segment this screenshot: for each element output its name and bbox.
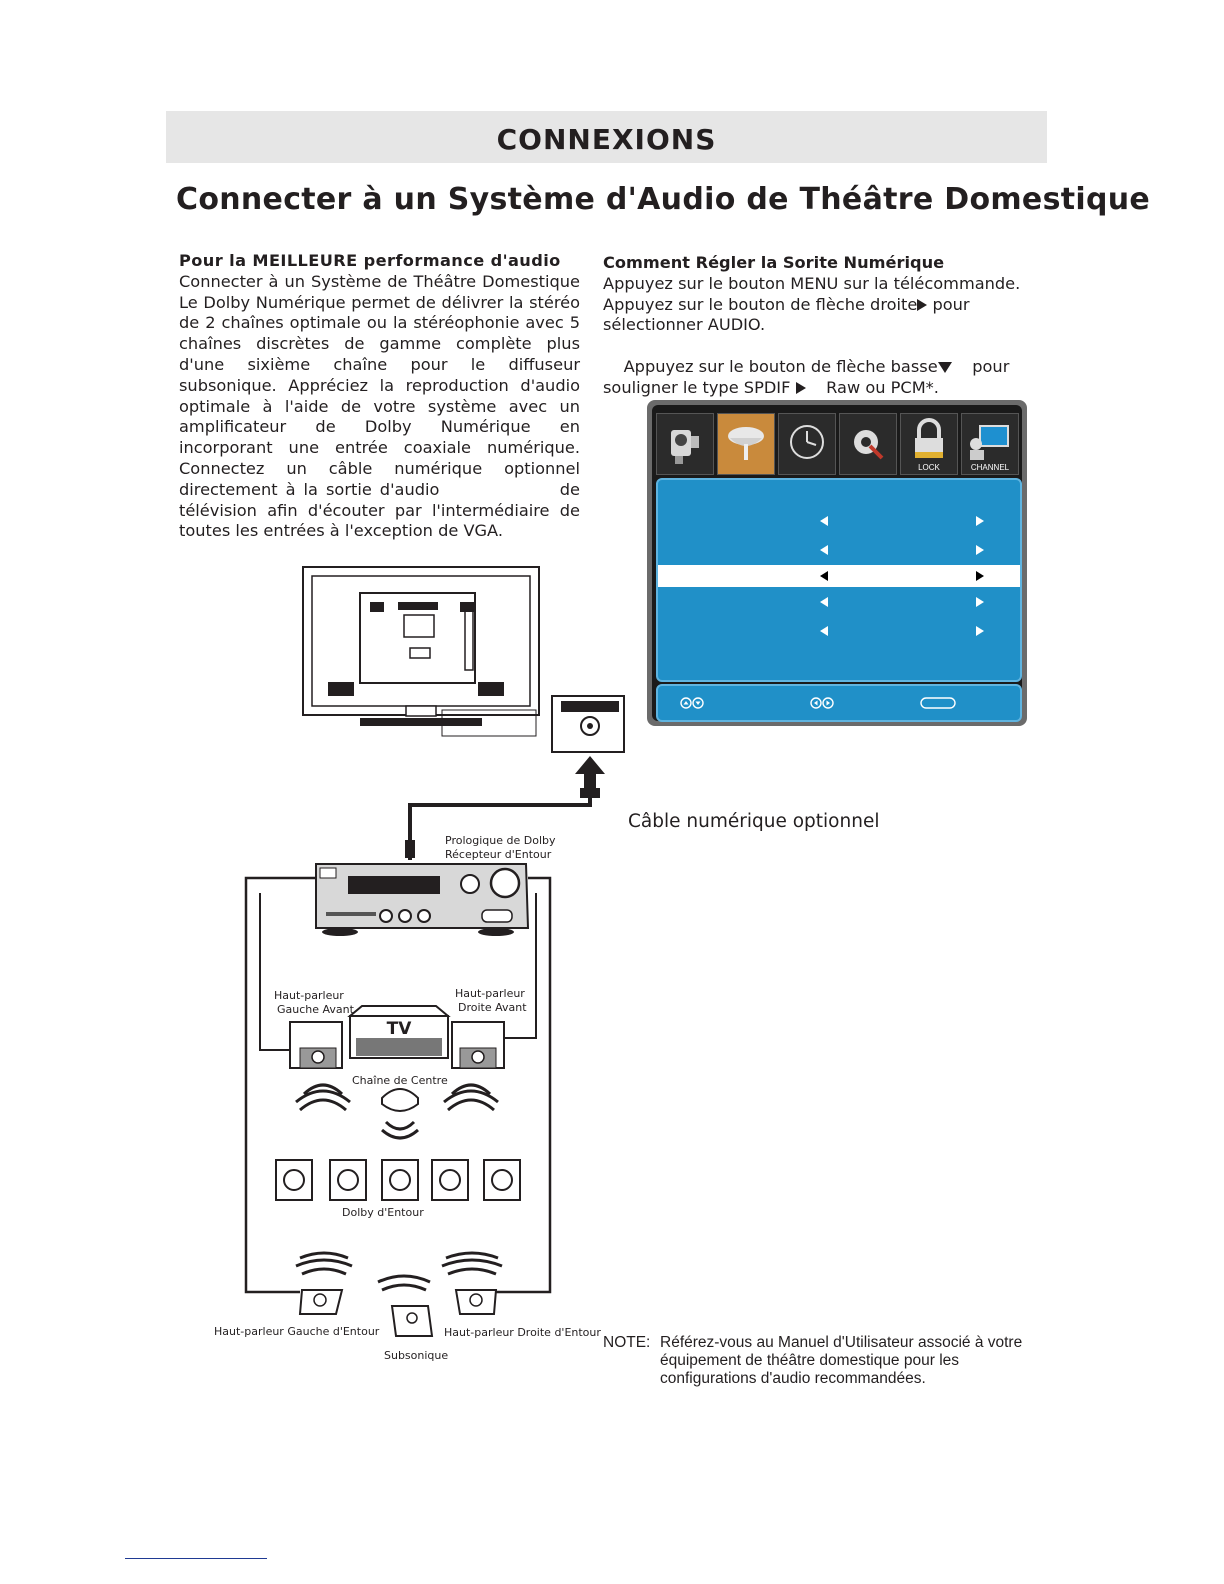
instruction-line-2: Appuyez sur le bouton de flèche droite p…	[603, 295, 1033, 337]
front-left-speaker	[289, 1021, 351, 1112]
instruction-line-2b: pour sélectionner AUDIO.	[603, 294, 970, 335]
left-column: Pour la MEILLEURE performance d'audio Co…	[179, 251, 580, 542]
osd-tab-channel: CHANNEL	[961, 413, 1019, 475]
right-arrow-icon	[976, 571, 984, 581]
left-arrow-icon	[820, 571, 828, 581]
right-arrow-icon	[976, 597, 984, 607]
osd-tab-time	[778, 413, 836, 475]
camera-icon	[671, 430, 699, 464]
instruction-line-2a: Appuyez sur le bouton de flèche droite	[603, 294, 918, 314]
subwoofer-label: Subsonique	[384, 1349, 449, 1362]
left-body: Connecter à un Système de Théâtre Domest…	[179, 271, 586, 541]
instruction-line-3c: Raw ou PCM*.	[805, 377, 939, 397]
osd-menu-inner: LOCK CHANNEL	[652, 405, 1022, 722]
osd-footer	[656, 684, 1022, 722]
front-right-speaker	[443, 1021, 505, 1112]
osd-option-row	[658, 620, 1020, 642]
front-right-label-line-1: Haut-parleur	[455, 987, 525, 1000]
front-left-label-line-2: Gauche Avant	[277, 1003, 354, 1016]
cable-label: Câble numérique optionnel	[628, 811, 880, 832]
osd-options-panel	[656, 478, 1022, 682]
clock-icon	[790, 425, 824, 459]
osd-tab-audio	[717, 413, 775, 475]
right-arrow-icon	[976, 516, 984, 526]
receiver-label-line-1: Prologique de Dolby	[445, 834, 556, 847]
right-arrow-icon	[795, 382, 806, 395]
note-body: Référez-vous au Manuel d'Utilisateur ass…	[660, 1334, 1023, 1387]
instruction-line-3: Appuyez sur le bouton de flèche basse po…	[603, 336, 1033, 419]
right-arrow-icon	[976, 545, 984, 555]
tv-rear-illustration	[302, 566, 540, 737]
digital-audio-port	[551, 695, 625, 753]
page-title: Connecter à un Système d'Audio de Théâtr…	[176, 182, 1151, 217]
optional-digital-cable	[405, 756, 605, 860]
osd-option-row	[658, 510, 1020, 532]
right-arrow-icon	[917, 299, 928, 312]
rear-left-speaker	[295, 1251, 353, 1315]
left-arrow-icon	[820, 626, 828, 636]
center-channel-label: Chaîne de Centre	[352, 1074, 448, 1087]
lock-tab-label: LOCK	[918, 463, 940, 472]
left-arrow-icon	[820, 516, 828, 526]
right-heading: Comment Régler la Sorite Numérique	[603, 253, 945, 272]
instruction-line-3a: Appuyez sur le bouton de flèche basse	[623, 356, 938, 376]
receiver-illustration	[315, 863, 530, 936]
left-arrow-icon	[820, 545, 828, 555]
note-block: NOTE: Référez-vous au Manuel d'Utilisate…	[603, 1334, 1043, 1388]
surround-label: Dolby d'Entour	[342, 1206, 424, 1219]
down-arrow-icon	[937, 361, 952, 373]
lock-icon	[915, 418, 943, 458]
listeners-illustration	[275, 1159, 521, 1201]
connection-diagram: TV	[244, 566, 625, 1337]
footer-rule	[125, 1558, 267, 1559]
section-title: CONNEXIONS	[496, 123, 717, 156]
osd-tab-setup	[839, 413, 897, 475]
instruction-line-1: Appuyez sur le bouton MENU sur la téléco…	[603, 273, 1021, 293]
osd-option-row	[658, 539, 1020, 561]
rear-left-label: Haut-parleur Gauche d'Entour	[214, 1325, 380, 1338]
instruction-line-3b: pour souligner le type SPDIF	[603, 356, 1015, 397]
button-icon	[920, 697, 956, 709]
osd-option-row-selected	[658, 565, 1020, 587]
left-right-icon	[810, 697, 834, 709]
osd-option-row	[658, 591, 1020, 613]
channel-tab-label: CHANNEL	[970, 463, 1010, 472]
subwoofer	[377, 1274, 434, 1337]
settings-icon	[854, 430, 884, 460]
audio-icon	[728, 427, 764, 460]
osd-tab-picture	[656, 413, 714, 475]
note-key: NOTE:	[603, 1334, 651, 1351]
up-down-icon	[680, 697, 704, 709]
tv-label: TV	[387, 1019, 413, 1039]
left-heading: Pour la MEILLEURE performance d'audio	[179, 251, 561, 270]
rear-right-speaker	[441, 1251, 503, 1315]
right-column: Comment Régler la Sorite Numérique Appuy…	[603, 253, 1033, 419]
header-bar	[166, 111, 1047, 163]
receiver-label-line-2: Récepteur d'Entour	[445, 848, 552, 861]
left-arrow-icon	[820, 597, 828, 607]
right-arrow-icon	[976, 626, 984, 636]
front-left-label-line-1: Haut-parleur	[274, 989, 344, 1002]
rear-right-label: Haut-parleur Droite d'Entour	[444, 1326, 601, 1339]
front-right-label-line-2: Droite Avant	[458, 1001, 527, 1014]
osd-tab-lock: LOCK	[900, 413, 958, 475]
channel-icon	[970, 425, 1009, 460]
tv-illustration: TV	[347, 1005, 451, 1059]
osd-menu-screenshot: LOCK CHANNEL	[647, 400, 1027, 726]
center-speaker	[381, 1088, 419, 1140]
